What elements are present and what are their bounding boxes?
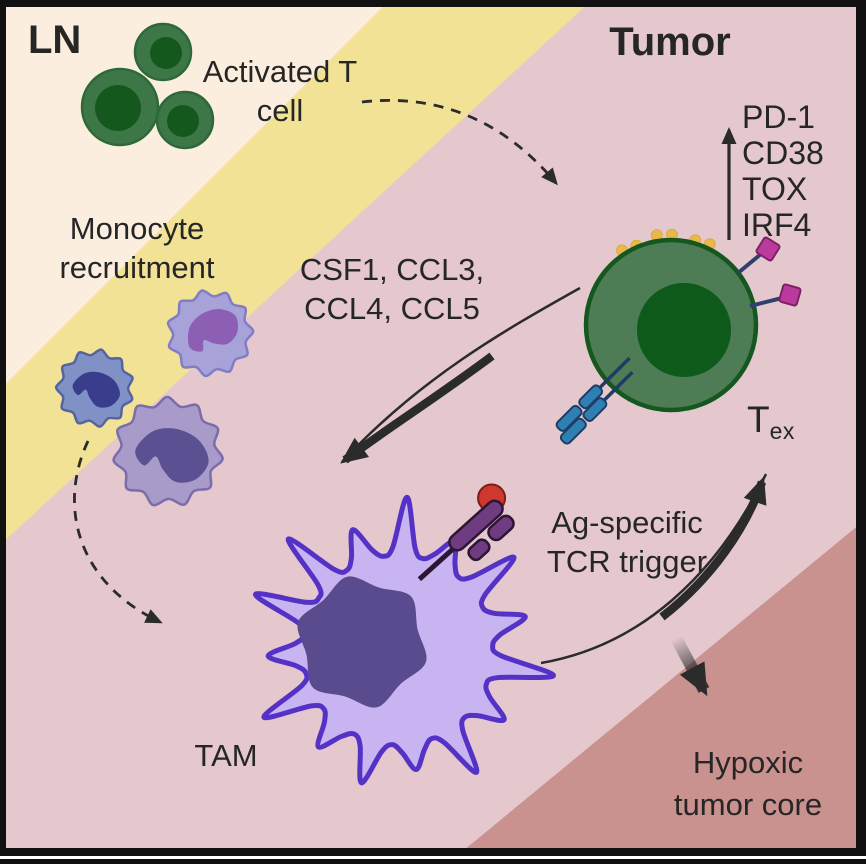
monocyte-icon-blue — [54, 348, 134, 428]
tam-label: TAM — [194, 738, 258, 773]
tex-cell-icon — [555, 228, 802, 445]
inhibitory-receptor-icon — [736, 236, 802, 308]
marker-irf4: IRF4 — [742, 207, 812, 243]
chemokine-arrow — [340, 286, 581, 464]
exhaustion-marker-list: PD-1 CD38 TOX IRF4 — [742, 99, 824, 243]
tcr-trigger-arrow — [540, 473, 768, 665]
hypoxic-core-zone — [447, 519, 866, 864]
mhc-antigen-icon — [417, 483, 515, 582]
monocyte-icon-lavender — [166, 289, 255, 378]
hypoxic-core-label: Hypoxic tumor core — [673, 745, 823, 822]
tam-cell-icon — [252, 483, 557, 786]
monocyte-differentiation-dashed-arrow — [73, 440, 163, 624]
ln-zone-label: LN — [28, 18, 82, 62]
monocyte-icon-purple — [112, 395, 224, 507]
marker-cd38: CD38 — [742, 135, 824, 171]
chemokines-label: CSF1, CCL3, CCL4, CCL5 — [299, 252, 485, 326]
marker-pd1: PD-1 — [742, 99, 815, 135]
tcr-trigger-label: Ag-specific TCR trigger — [546, 505, 708, 579]
marker-tox: TOX — [742, 171, 808, 207]
monocyte-recruitment-label: Monocyte recruitment — [59, 211, 215, 285]
activated-t-cells-icon — [80, 22, 215, 150]
t-cell-migration-dashed-arrow — [361, 98, 558, 186]
activated-t-cell-label: Activated T cell — [202, 54, 358, 128]
tcr-icon — [555, 356, 634, 445]
tex-cell-label: Tex — [747, 399, 795, 444]
hypoxic-core-arrow — [670, 635, 710, 697]
tumor-zone-label: Tumor — [609, 20, 731, 64]
